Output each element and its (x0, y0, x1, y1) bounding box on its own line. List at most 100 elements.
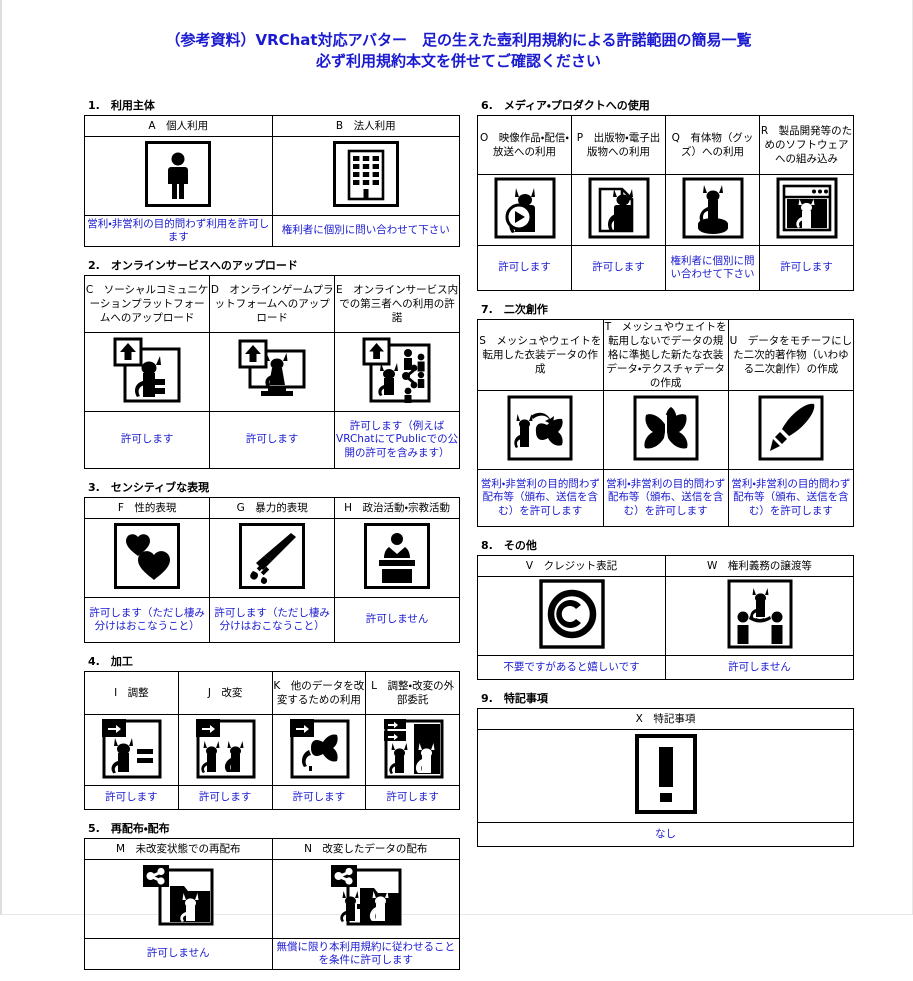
cell-icon-S (477, 390, 604, 470)
cell-permission-A: 営利・非営利の目的問わず利用を許可します (84, 215, 273, 247)
section-4-heading: 4. 加工 (88, 655, 133, 668)
cell-icon-Q (665, 174, 760, 246)
section-4: 4. 加工 I 調整 J 改変 K 他のデータを改変するための利用 L 調整・改… (84, 654, 460, 810)
cell-permission-N: 無償に限り本利用規約に従わせることを条件に許可します (271, 938, 460, 970)
cell-header-J: J 改変 (177, 671, 273, 715)
table-row-icons (83, 518, 460, 598)
cell-header-K: K 他のデータを改変するための利用 (271, 671, 367, 715)
table-row-permissions: 営利・非営利の目的問わず利用を許可します 権利者に個別に問い合わせて下さい (84, 215, 460, 247)
cell-icon-F (83, 518, 211, 598)
cell-icon-C (83, 332, 211, 412)
cell-permission-S: 営利・非営利の目的問わず配布等（頒布、送信を含む）を許可します (477, 469, 604, 527)
cell-header-X: X 特記事項 (477, 708, 854, 730)
cat-to-clothes-icon (507, 395, 573, 461)
table-row-permissions: 営利・非営利の目的問わず配布等（頒布、送信を含む）を許可します 営利・非営利の目… (477, 469, 855, 527)
table-row-permissions: 許可します 許可します 権利者に個別に問い合わせて下さい 許可します (477, 245, 854, 291)
cell-icon-V (477, 576, 666, 656)
cell-header-G: G 暴力的表現 (209, 497, 336, 519)
table-row-icons (477, 390, 855, 470)
cell-icon-T (602, 390, 729, 470)
cell-permission-U: 営利・非営利の目的問わず配布等（頒布、送信を含む）を許可します (727, 469, 855, 527)
cell-header-W: W 権利義務の譲渡等 (665, 555, 854, 577)
table-row-icons (84, 859, 460, 939)
person-icon (145, 141, 212, 207)
cell-permission-I: 許可します (84, 785, 179, 810)
cell-header-I: I 調整 (84, 671, 179, 715)
section-9: 9. 特記事項 X 特記事項 (477, 691, 854, 847)
cell-icon-L (365, 714, 460, 786)
cell-permission-V: 不要ですがあると嬉しいです (477, 655, 666, 680)
table-row-header: X 特記事項 (477, 708, 854, 730)
section-3-table: F 性的表現 G 暴力的表現 H 政治活動・宗教活動 (83, 497, 460, 643)
cell-permission-X: なし (477, 822, 854, 847)
cell-permission-F: 許可します（ただし棲み分けはおこなうこと） (83, 597, 211, 643)
section-5-table: M 未改変状態での再配布 N 改変したデータの配布 (84, 838, 460, 970)
section-7: 7. 二次創作 S メッシュやウェイトを転用した衣装データの作成 T メッシュや… (477, 302, 855, 527)
cell-header-N: N 改変したデータの配布 (271, 838, 460, 860)
goods-figure-cat-icon (682, 177, 744, 239)
section-6: 6. メディア・プロダクトへの使用 O 映像作品・配信・放送への利用 P 出版物… (477, 98, 854, 291)
upload-monitor-cat-icon (237, 335, 307, 405)
modify-two-cats-icon (193, 716, 257, 780)
table-row-header: V クレジット表記 W 権利義務の譲渡等 (477, 555, 854, 577)
cell-permission-J: 許可します (177, 785, 273, 810)
table-row-header: O 映像作品・配信・放送への利用 P 出版物・電子出版物への利用 Q 有体物（グ… (477, 115, 854, 175)
cell-permission-B: 権利者に個別に問い合わせて下さい (271, 215, 460, 247)
table-row-header: S メッシュやウェイトを転用した衣装データの作成 T メッシュやウェイトを転用し… (477, 319, 855, 391)
table-row-permissions: 許可しません 無償に限り本利用規約に従わせることを条件に許可します (84, 938, 460, 970)
section-8-table: V クレジット表記 W 権利義務の譲渡等 (477, 555, 854, 680)
section-9-table: X 特記事項 なし (477, 708, 854, 847)
table-row-permissions: 不要ですがあると嬉しいです 許可しません (477, 655, 854, 680)
section-2-heading: 2. オンラインサービスへのアップロード (88, 259, 298, 272)
cell-icon-O (477, 174, 572, 246)
cell-permission-O: 許可します (477, 245, 572, 291)
cell-header-A: A 個人利用 (84, 115, 273, 137)
page-title-line-2: 必ず利用規約本文を併せてご確認ください (315, 52, 601, 70)
section-8: 8. その他 V クレジット表記 W 権利義務の譲渡等 (477, 538, 854, 680)
table-row-icons (84, 136, 460, 216)
cell-icon-P (571, 174, 666, 246)
table-row-permissions: 許可します 許可します 許可します 許可します (84, 785, 460, 810)
outsource-modify-icon (381, 716, 445, 780)
section-6-heading: 6. メディア・プロダクトへの使用 (481, 99, 650, 112)
cell-header-L: L 調整・改変の外部委託 (365, 671, 460, 715)
cell-header-O: O 映像作品・配信・放送への利用 (477, 115, 572, 175)
copyright-icon (538, 579, 605, 649)
table-row-icons (477, 174, 854, 246)
section-2: 2. オンラインサービスへのアップロード C ソーシャルコミュニケーションプラッ… (83, 258, 460, 469)
cell-header-S: S メッシュやウェイトを転用した衣装データの作成 (477, 319, 604, 391)
cell-header-H: H 政治活動・宗教活動 (334, 497, 460, 519)
page-title-line-1: （参考資料）VRChat対応アバター 足の生えた壺利用規約による許諾範囲の簡易一… (165, 31, 752, 49)
section-3-heading: 3. センシティブな表現 (88, 481, 210, 494)
section-7-table: S メッシュやウェイトを転用した衣装データの作成 T メッシュやウェイトを転用し… (477, 319, 855, 527)
podium-speaker-icon (364, 523, 431, 589)
table-row-header: M 未改変状態での再配布 N 改変したデータの配布 (84, 838, 460, 860)
cell-icon-U (727, 390, 855, 470)
cell-icon-D (209, 332, 336, 412)
section-1-table: A 個人利用 B 法人利用 (84, 115, 460, 247)
table-row-icons (477, 729, 854, 823)
hearts-icon (114, 523, 181, 589)
cell-permission-D: 許可します (209, 411, 336, 469)
cell-icon-W (665, 576, 854, 656)
cell-icon-G (209, 518, 336, 598)
table-row-permissions: 許可します（ただし棲み分けはおこなうこと） 許可します（ただし棲み分けはおこなう… (83, 597, 460, 643)
section-1-heading: 1. 利用主体 (88, 99, 155, 112)
table-row-header: C ソーシャルコミュニケーションプラットフォームへのアップロード D オンライン… (83, 275, 460, 333)
cell-permission-C: 許可します (83, 411, 211, 469)
cell-permission-W: 許可しません (665, 655, 854, 680)
video-play-cat-icon (494, 177, 556, 239)
document-cat-icon (588, 177, 650, 239)
cell-header-T: T メッシュやウェイトを転用しないでデータの規格に準拠した新たな衣装データ・テク… (602, 319, 729, 391)
cell-permission-K: 許可します (271, 785, 367, 810)
table-row-header: A 個人利用 B 法人利用 (84, 115, 460, 137)
cell-permission-T: 営利・非営利の目的問わず配布等（頒布、送信を含む）を許可します (602, 469, 729, 527)
share-modified-cat-icon (330, 864, 402, 930)
table-row-header: F 性的表現 G 暴力的表現 H 政治活動・宗教活動 (83, 497, 460, 519)
cell-header-P: P 出版物・電子出版物への利用 (571, 115, 666, 175)
cell-header-C: C ソーシャルコミュニケーションプラットフォームへのアップロード (83, 275, 211, 333)
cell-icon-I (84, 714, 179, 786)
right-column: 6. メディア・プロダクトへの使用 O 映像作品・配信・放送への利用 P 出版物… (477, 98, 855, 858)
software-window-cat-icon (776, 177, 838, 239)
